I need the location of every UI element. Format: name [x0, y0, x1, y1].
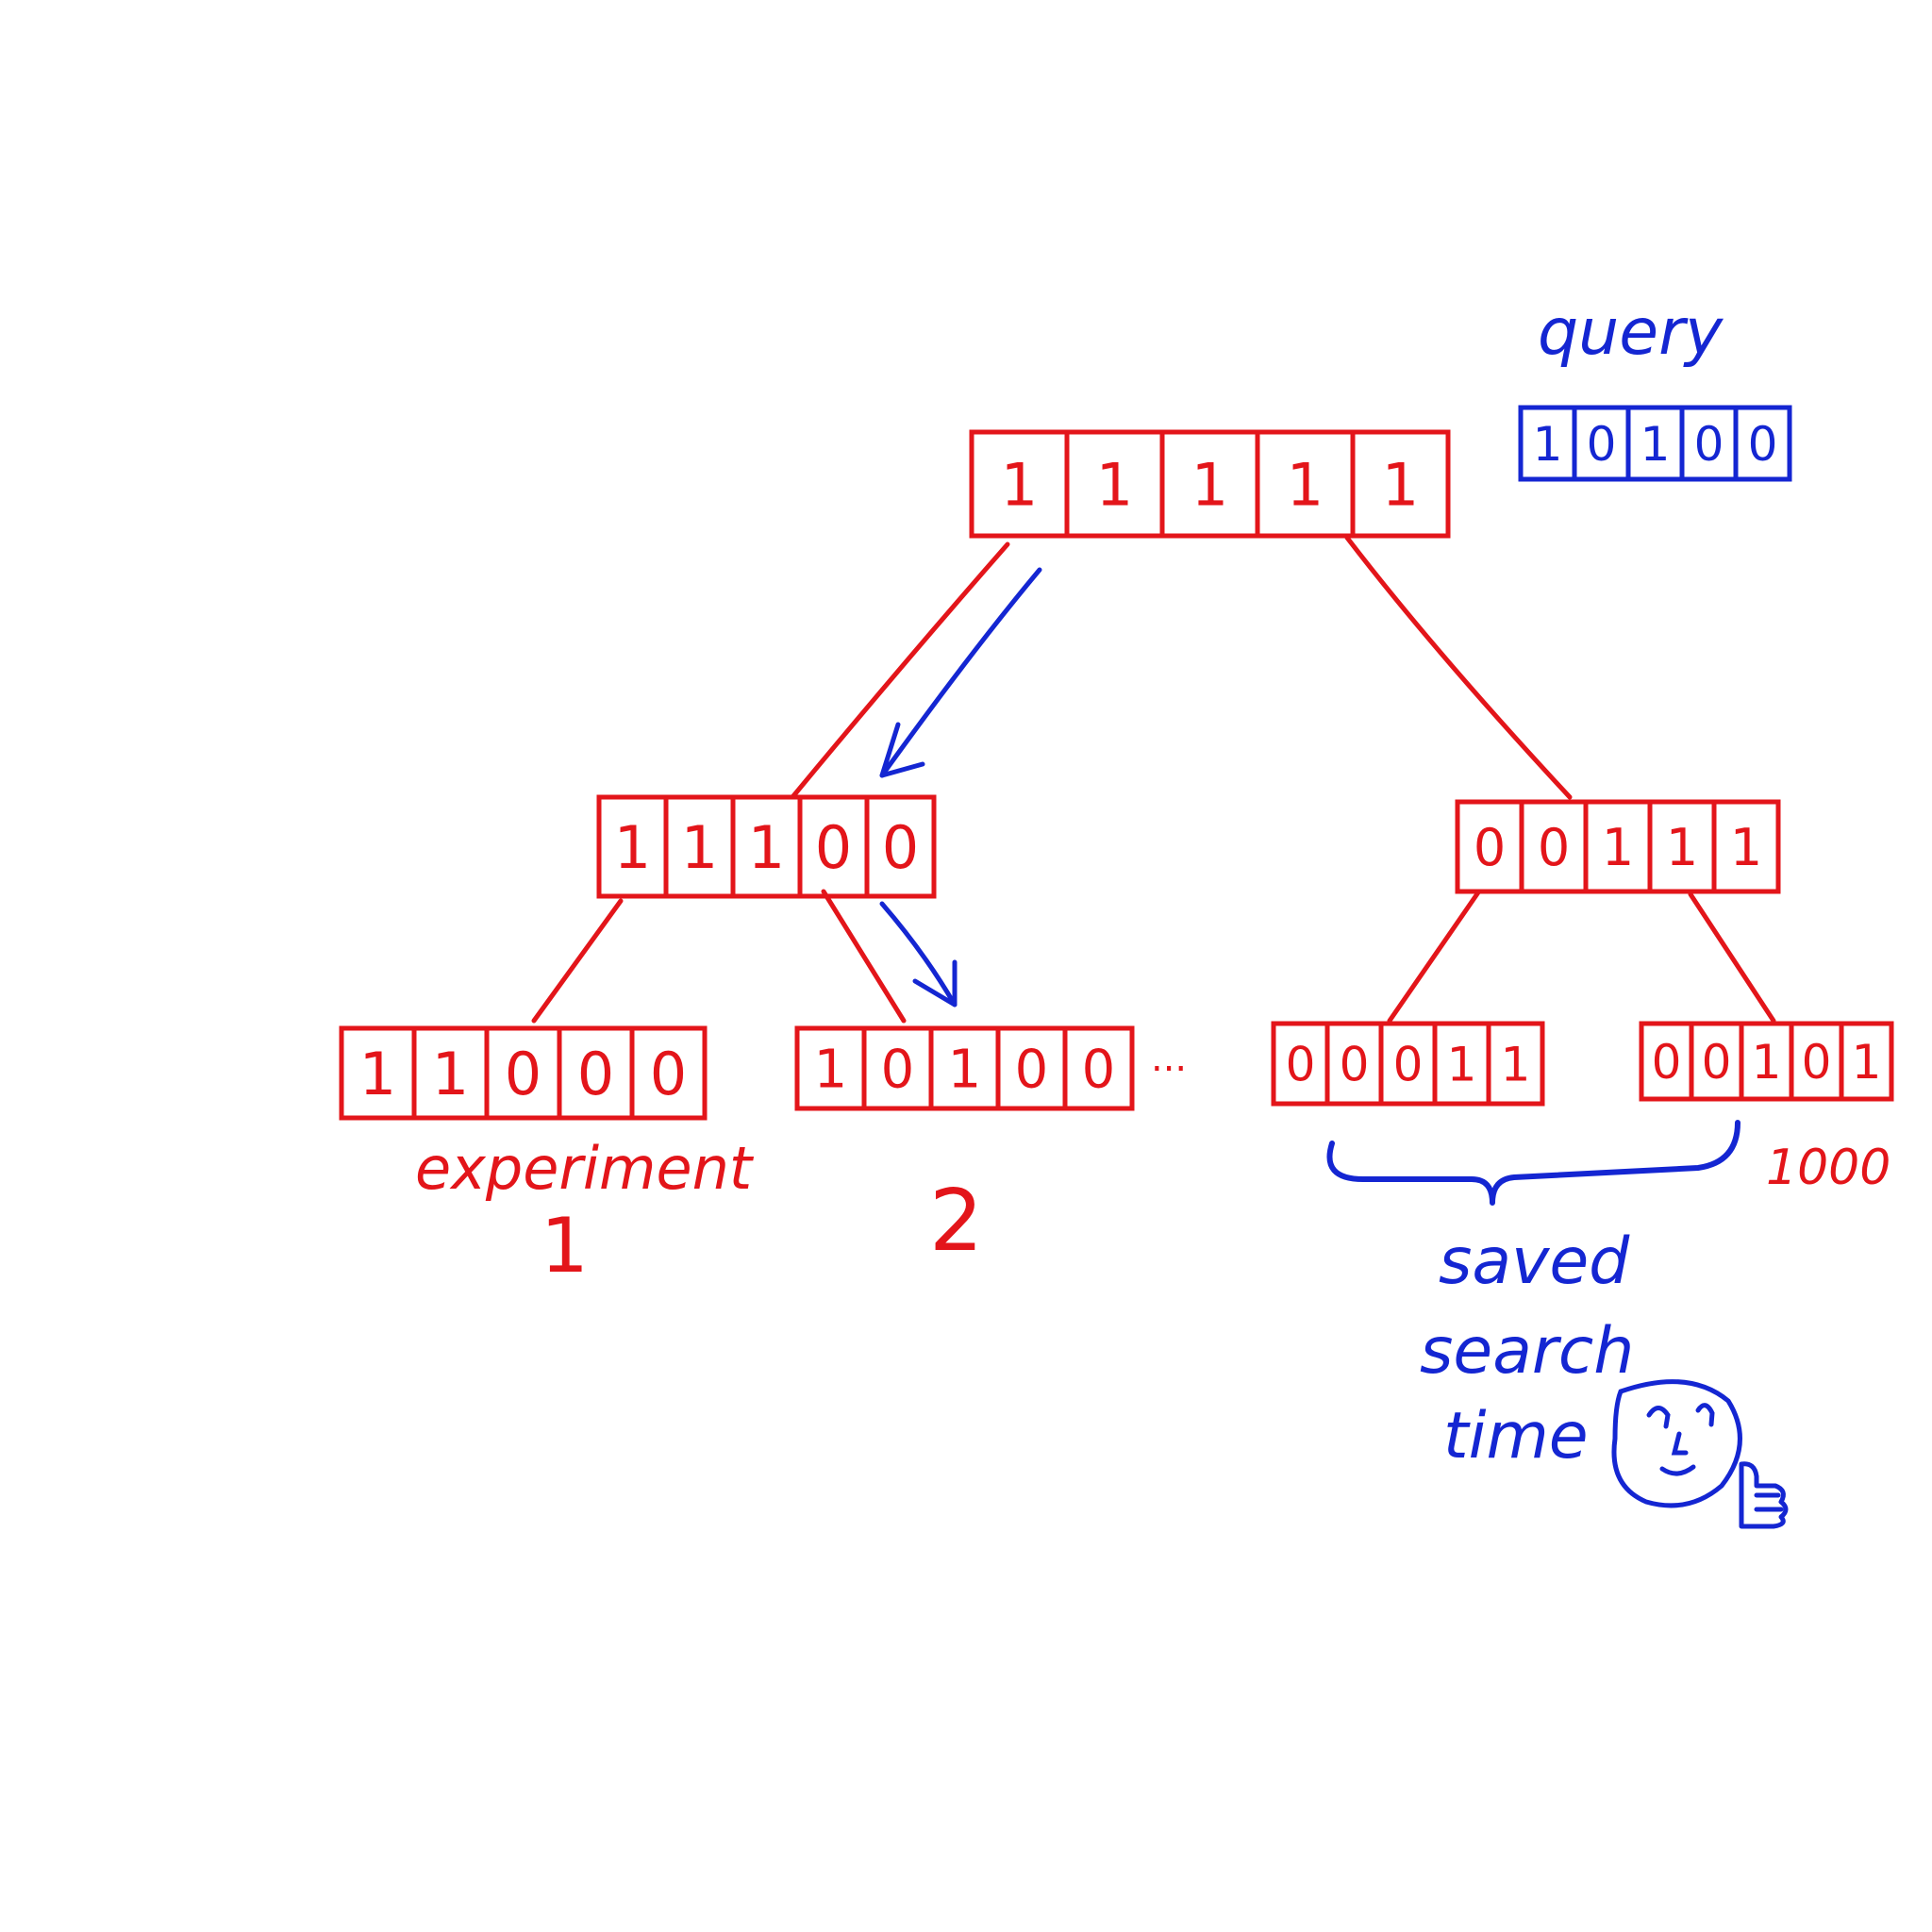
bit-value: 0	[505, 1040, 541, 1108]
bit-value: 0	[1802, 1035, 1832, 1090]
bit-value: 1	[1533, 417, 1563, 472]
saved-time-brace	[1326, 1120, 1740, 1206]
bit-value: 0	[815, 813, 852, 882]
leaf-0-number: 1	[541, 1202, 589, 1290]
bit-value: 0	[1652, 1035, 1682, 1090]
box-outline	[1455, 799, 1781, 894]
bit-value: 1	[1602, 818, 1634, 877]
bit-value: 1	[1666, 818, 1698, 877]
bit-value: 1	[1096, 450, 1133, 519]
box-outline	[969, 429, 1451, 539]
leaf-ellipsis: ...	[1151, 1037, 1187, 1080]
thumbs-up-icon	[1739, 1461, 1789, 1529]
bit-value: 1	[1287, 450, 1324, 519]
annotation-line-3: time	[1443, 1399, 1589, 1474]
edge-right-leaf3	[1688, 891, 1776, 1024]
bit-value: 1	[614, 813, 651, 882]
bit-value: 0	[1694, 417, 1724, 472]
bit-value: 1	[432, 1040, 469, 1108]
box-outline	[1271, 1021, 1545, 1107]
edge-left-leaf1	[821, 889, 907, 1024]
bit-value: 1	[681, 813, 718, 882]
bit-value: 0	[650, 1040, 687, 1108]
arrow-left-to-leaf1-head	[912, 959, 958, 1008]
bit-value: 0	[1340, 1038, 1370, 1092]
box-outline	[1639, 1021, 1894, 1102]
box-outline	[794, 1025, 1135, 1111]
box-outline	[596, 794, 937, 899]
bit-value: 0	[1474, 818, 1506, 877]
edge-left-leaf0	[531, 898, 624, 1024]
smiley-face-icon	[1611, 1379, 1742, 1508]
bit-value: 1	[814, 1040, 848, 1101]
leaf-1-number: 2	[929, 1172, 983, 1271]
bit-value: 1	[1447, 1038, 1477, 1092]
edge-root-right	[1344, 535, 1573, 800]
bit-value: 0	[1393, 1038, 1424, 1092]
leaf-0-label: experiment	[415, 1134, 755, 1203]
search-path-arrows	[879, 567, 1042, 1008]
bit-value: 0	[882, 813, 919, 882]
bit-value: 0	[1702, 1035, 1732, 1090]
arrow-left-to-leaf1	[879, 901, 958, 1008]
bit-value: 1	[1730, 818, 1762, 877]
bit-value: 1	[1001, 450, 1038, 519]
bit-value: 0	[881, 1040, 915, 1101]
bit-value: 1	[1852, 1035, 1882, 1090]
bit-value: 1	[1752, 1035, 1782, 1090]
bit-value: 1	[1191, 450, 1228, 519]
box-outline	[1518, 405, 1792, 482]
annotation-line-2: search	[1420, 1314, 1634, 1389]
edge-right-leaf2	[1387, 890, 1481, 1024]
bit-value: 1	[359, 1040, 396, 1108]
bit-value: 0	[1015, 1040, 1049, 1101]
annotation-line-1: saved	[1439, 1224, 1630, 1299]
bit-value: 1	[1382, 450, 1419, 519]
bit-value: 0	[1538, 818, 1570, 877]
bit-value: 1	[1501, 1038, 1531, 1092]
bit-value: 0	[1748, 417, 1778, 472]
tree-edges	[531, 535, 1776, 1024]
bit-value: 0	[1286, 1038, 1316, 1092]
bit-value: 1	[748, 813, 785, 882]
bit-value: 1	[1641, 417, 1671, 472]
box-outline	[339, 1025, 708, 1121]
query-title: query	[1538, 295, 1724, 370]
bit-value: 1	[948, 1040, 982, 1101]
bit-value: 0	[1587, 417, 1617, 472]
arrow-root-to-left	[879, 567, 1042, 778]
edge-root-left	[790, 541, 1010, 800]
bit-value: 0	[1082, 1040, 1116, 1101]
bit-value: 0	[577, 1040, 614, 1108]
leaf-3-number: 1000	[1766, 1140, 1890, 1196]
arrow-root-to-left-head	[879, 722, 925, 778]
